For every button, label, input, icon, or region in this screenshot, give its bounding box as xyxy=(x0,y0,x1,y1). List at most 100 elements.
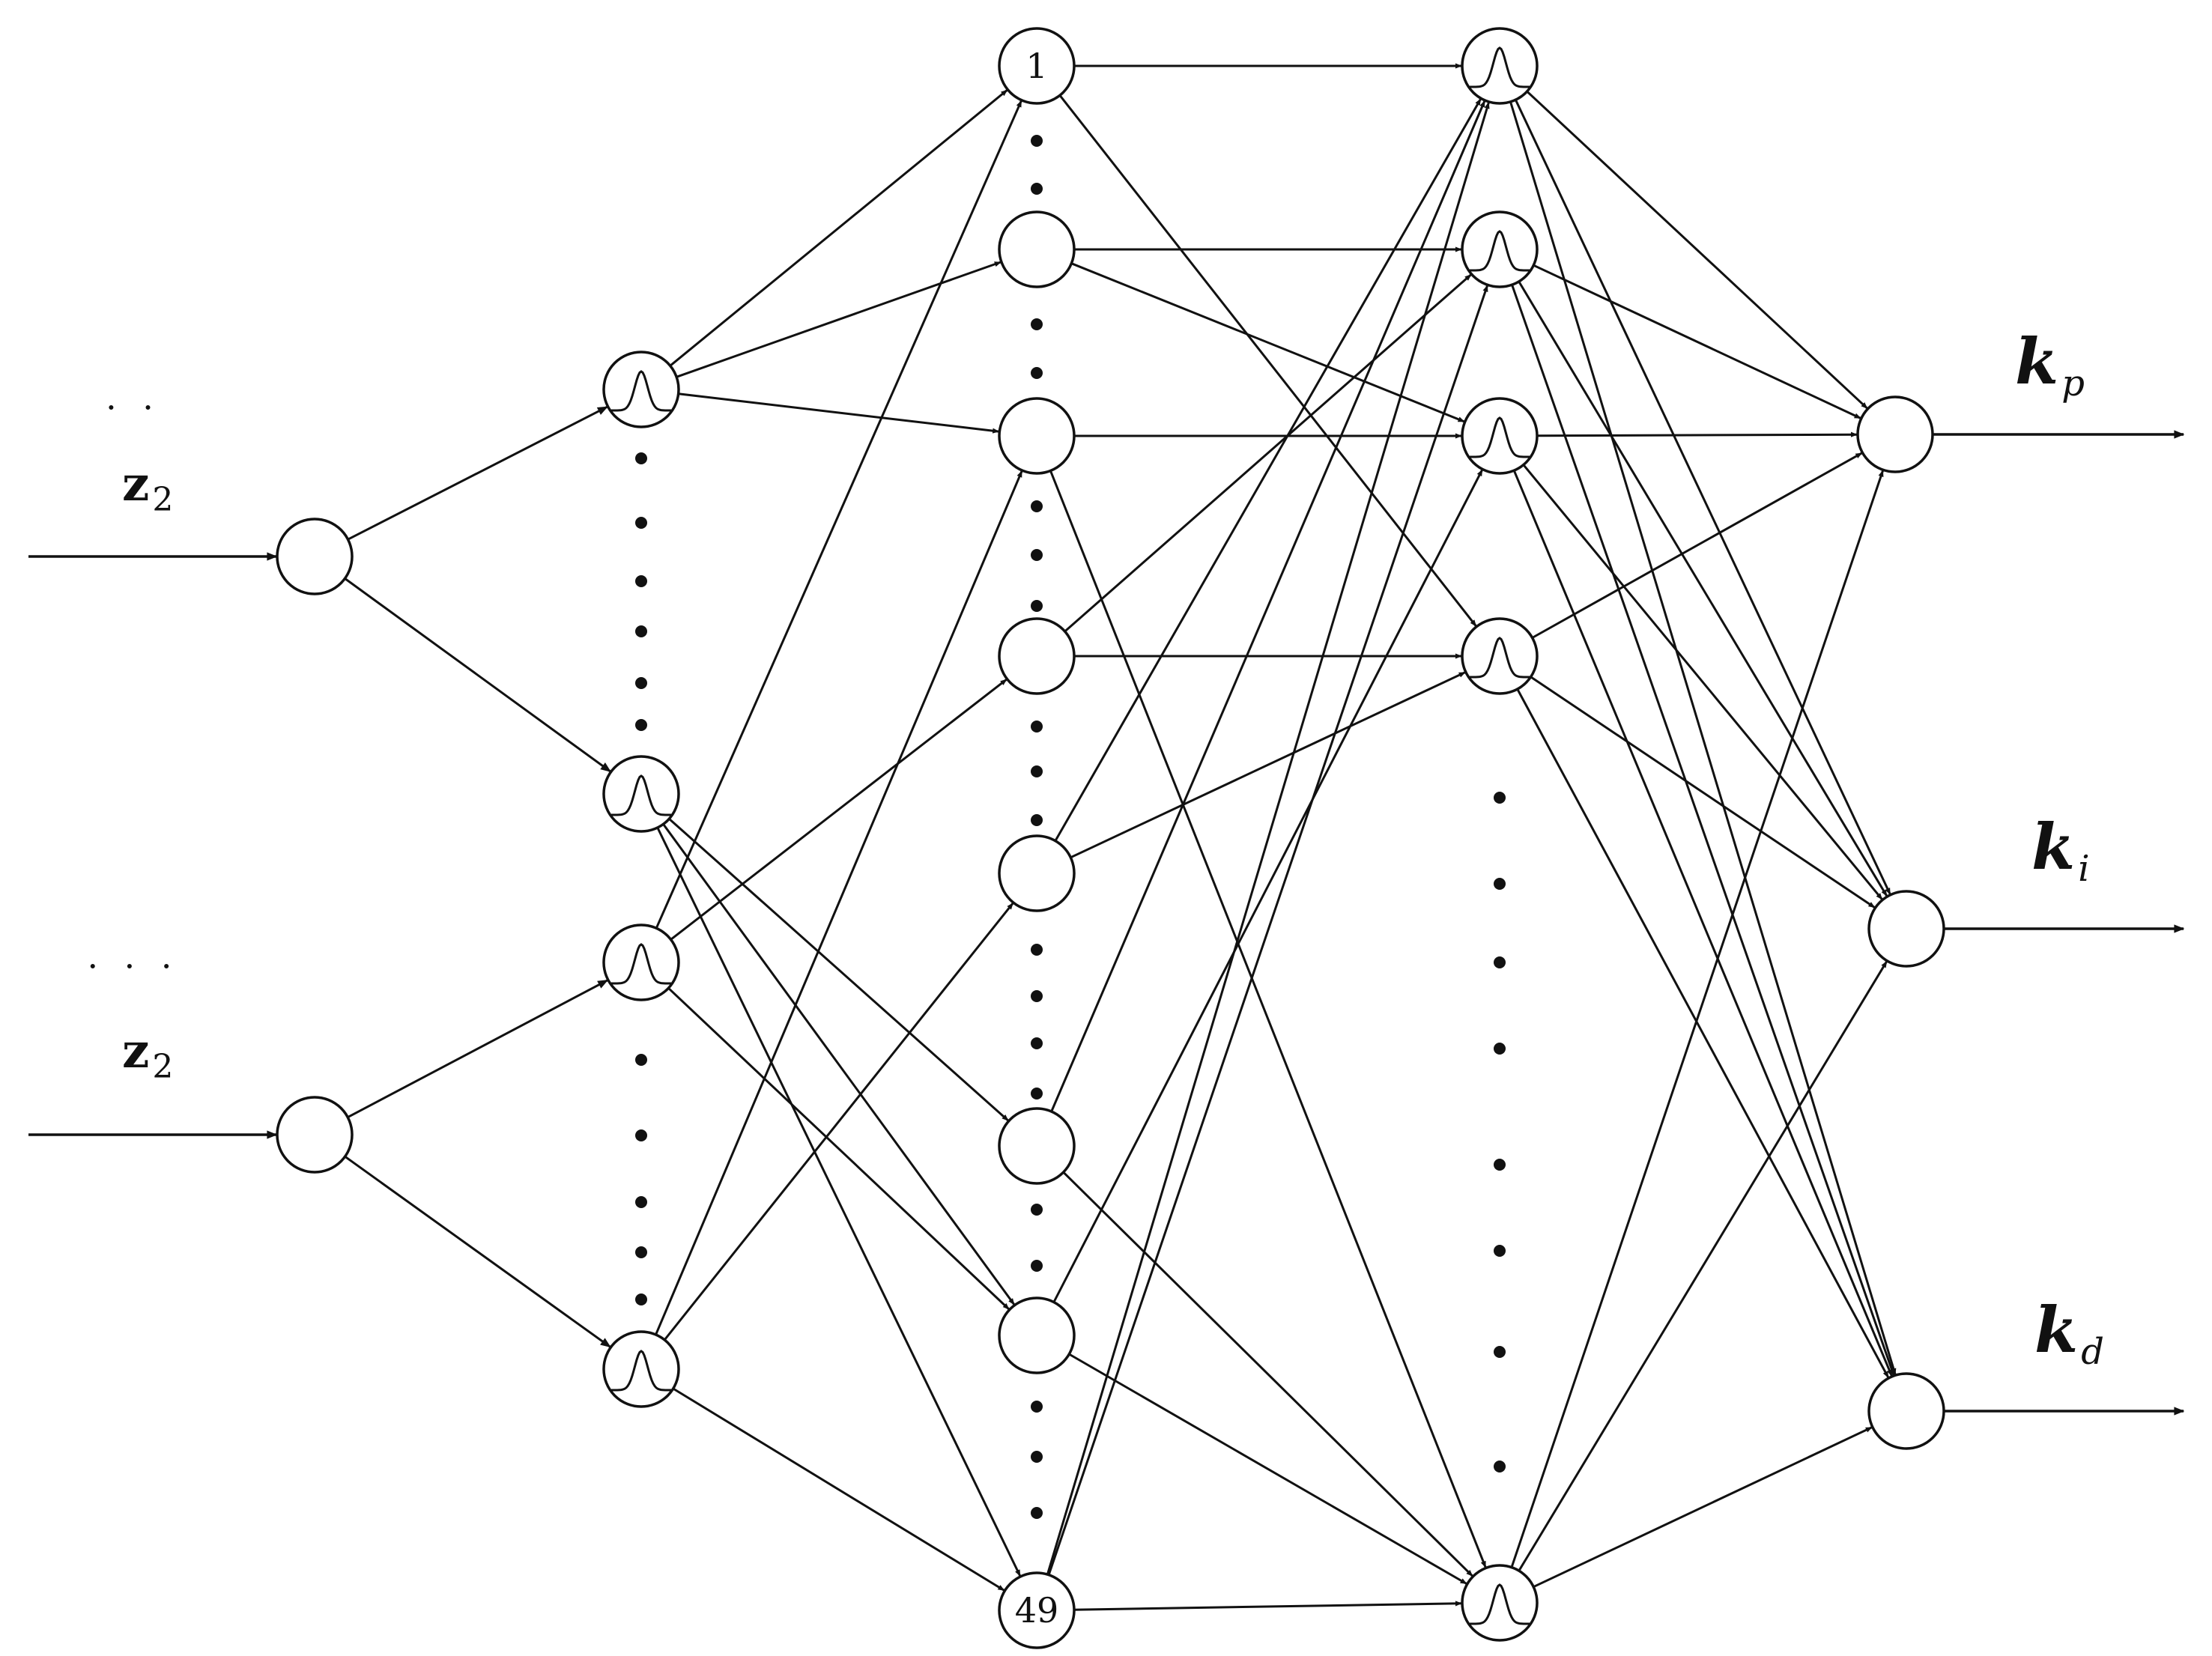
layer2-dot-b-1 xyxy=(635,1054,647,1066)
edge-mf4-rule5 xyxy=(664,902,1014,1341)
edge-outmf3-output3 xyxy=(1512,470,1893,1377)
edge-rule8-outmf2 xyxy=(1047,285,1489,1576)
edge-rule7-outmf3 xyxy=(1052,469,1484,1303)
membership-node-2-circle xyxy=(602,755,680,833)
rule-node-5 xyxy=(998,834,1076,912)
edge-input2-mf2 xyxy=(344,1155,611,1348)
layer2-dot-b-5 xyxy=(635,1293,647,1305)
connection-lines xyxy=(28,63,2185,1611)
input-1-subscript: 2 xyxy=(152,481,173,519)
gaussian-icon xyxy=(611,1350,671,1392)
layer3-dot-12 xyxy=(1031,990,1043,1002)
output-membership-node-2-circle xyxy=(1461,210,1539,288)
input-2-derivative-dots: · · · xyxy=(87,946,179,986)
output-membership-node-2 xyxy=(1461,210,1539,288)
input-1-variable: z xyxy=(122,456,149,512)
output-membership-node-3-circle xyxy=(1461,397,1539,475)
layer3-dot-9 xyxy=(1031,765,1043,777)
edge-rule5-outmf1 xyxy=(1054,98,1482,842)
output-label-kp: kp xyxy=(2015,324,2085,404)
output-label-kd: kd xyxy=(2034,1293,2104,1373)
gaussian-icon xyxy=(611,370,671,412)
output-membership-node-1 xyxy=(1461,27,1539,105)
edge-rule8-outmf5 xyxy=(1073,1601,1462,1611)
edge-mf4-rule8 xyxy=(672,1387,1005,1592)
layer2-dot-b-3 xyxy=(635,1196,647,1208)
edge-rule6-outmf5 xyxy=(1062,1171,1473,1577)
network-nodes: 1 49 xyxy=(276,27,1945,1649)
output-membership-node-5 xyxy=(1461,1564,1539,1642)
edge-mf3-rule7 xyxy=(667,987,1010,1311)
rule-node-last-label: 49 xyxy=(1015,1590,1059,1631)
output-membership-node-4-circle xyxy=(1461,617,1539,695)
membership-node-3 xyxy=(602,923,680,1001)
edge-rule4-outmf2 xyxy=(1064,273,1472,633)
layer2-dot-a-2 xyxy=(635,517,647,529)
input-node-2 xyxy=(276,1096,354,1174)
rule-node-7 xyxy=(998,1296,1076,1374)
membership-node-4-circle xyxy=(602,1330,680,1408)
edge-outmf1-output3 xyxy=(1509,101,1897,1376)
edge-outmf2-output2 xyxy=(1518,281,1888,897)
edge-outmf2-output3 xyxy=(1511,284,1895,1376)
edge-mf1-rule3 xyxy=(678,392,1000,434)
gaussian-icon xyxy=(1470,1583,1530,1625)
layer4-dot-7 xyxy=(1494,1346,1506,1358)
input-2-symbol: z2 xyxy=(122,1023,173,1086)
output-membership-node-1-circle xyxy=(1461,27,1539,105)
edge-outmf3-output1 xyxy=(1536,431,1858,437)
edge-outmf1-output2 xyxy=(1514,99,1891,895)
rule-node-1 xyxy=(998,27,1076,105)
edge-outmf4-output3 xyxy=(1516,688,1890,1378)
edge-input1-mf2 xyxy=(344,577,611,773)
layer2-dot-a-1 xyxy=(635,452,647,464)
rule-node-3 xyxy=(998,397,1076,475)
edge-mf3-rule1 xyxy=(655,100,1022,929)
edge-rule2-outmf3 xyxy=(1070,262,1465,423)
layer2-dot-a-3 xyxy=(635,575,647,587)
layer4-dot-3 xyxy=(1494,956,1506,968)
edge-mf2-rule7 xyxy=(662,823,1016,1305)
layer3-dot-14 xyxy=(1031,1088,1043,1100)
layer3-dot-7 xyxy=(1031,600,1043,612)
edge-outmf2-output1 xyxy=(1533,264,1861,419)
input-node-1 xyxy=(276,518,354,595)
layer3-dot-13 xyxy=(1031,1037,1043,1049)
output-node-2 xyxy=(1867,890,1945,968)
output-membership-node-4 xyxy=(1461,617,1539,695)
edge-mf2-rule6 xyxy=(668,818,1009,1122)
layer4-dot-4 xyxy=(1494,1043,1506,1055)
gaussian-icon xyxy=(1470,637,1530,679)
edge-rule8-outmf1 xyxy=(1046,102,1490,1575)
edge-outmf3-output2 xyxy=(1522,464,1883,900)
edge-rule3-outmf5 xyxy=(1049,470,1487,1568)
layer3-dot-3 xyxy=(1031,318,1043,330)
layer3-dot-18 xyxy=(1031,1451,1043,1463)
gaussian-icon xyxy=(611,774,671,816)
layer3-dot-4 xyxy=(1031,367,1043,379)
layer3-dot-1 xyxy=(1031,135,1043,147)
edge-input2-mf1 xyxy=(347,979,609,1119)
input-label-2: · · · z2 xyxy=(87,946,179,1086)
edge-outmf5-output3 xyxy=(1533,1426,1873,1589)
rule-node-first-label: 1 xyxy=(1025,46,1047,86)
edge-rule5-outmf4 xyxy=(1070,671,1466,859)
output-kd-subscript: d xyxy=(2081,1331,2104,1373)
ellipsis-dots xyxy=(635,135,1506,1519)
output-kp-subscript: p xyxy=(2061,363,2085,404)
rule-node-2 xyxy=(998,210,1076,288)
output-ki-symbol: k xyxy=(2031,810,2075,884)
layer3-dot-19 xyxy=(1031,1507,1043,1519)
layer3-dot-15 xyxy=(1031,1204,1043,1216)
layer4-dot-1 xyxy=(1494,792,1506,804)
layer3-dot-17 xyxy=(1031,1401,1043,1413)
membership-node-1 xyxy=(602,351,680,428)
layer2-dot-b-2 xyxy=(635,1129,647,1141)
edge-outmf5-output1 xyxy=(1510,470,1885,1568)
edge-mf2-rule8 xyxy=(656,827,1022,1577)
edge-outmf4-output1 xyxy=(1531,452,1863,639)
edge-mf4-rule3 xyxy=(655,470,1023,1335)
output-membership-node-5-circle xyxy=(1461,1564,1539,1642)
edge-rule7-outmf5 xyxy=(1068,1353,1467,1585)
